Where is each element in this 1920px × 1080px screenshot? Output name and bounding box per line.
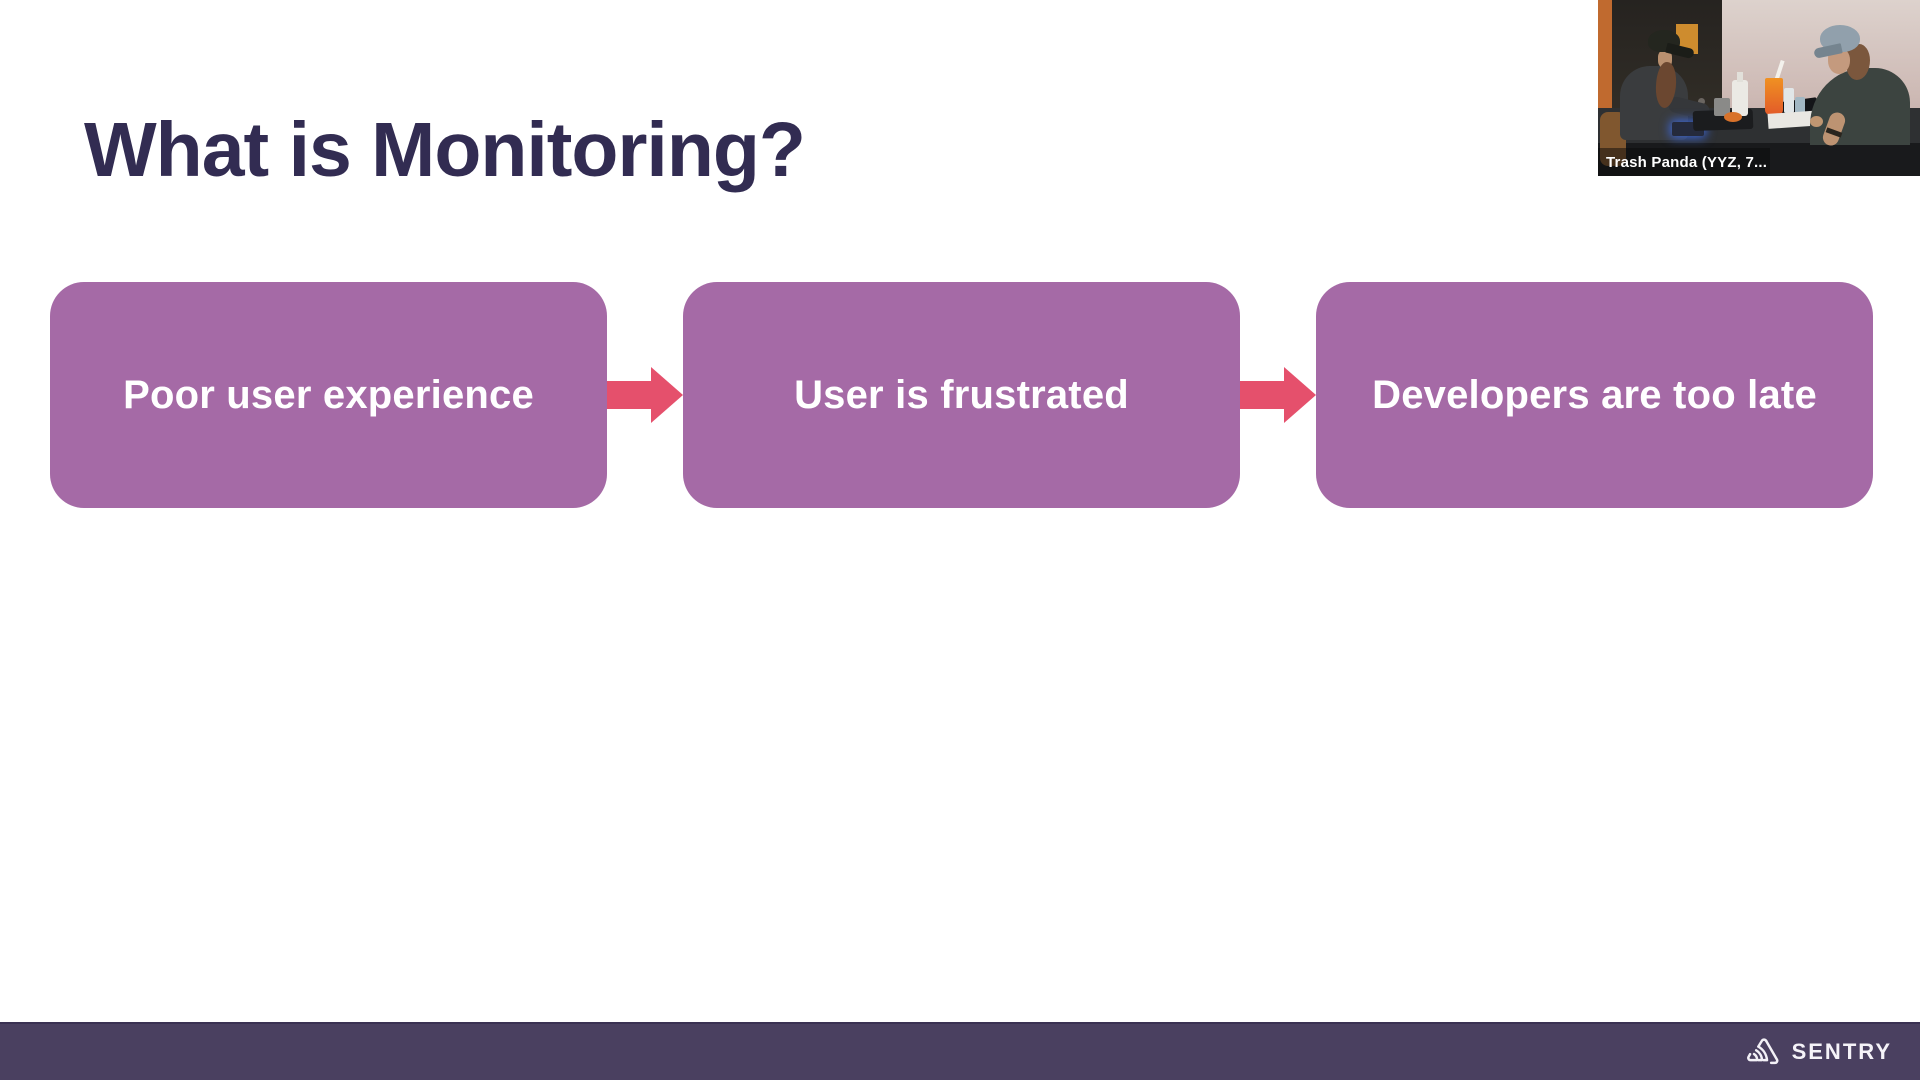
arrow-shaft: [607, 381, 653, 409]
sentry-wordmark: SENTRY: [1791, 1039, 1892, 1064]
pump-bottle: [1732, 80, 1748, 116]
arrow-head: [1284, 367, 1316, 423]
page-title: What is Monitoring?: [84, 107, 806, 193]
mug: [1714, 98, 1730, 116]
flow-box-label: Developers are too late: [1372, 372, 1817, 417]
drink-can: [1795, 97, 1805, 115]
flow-box-poor-user-experience: Poor user experience: [50, 282, 607, 508]
pump-bottle-top: [1737, 72, 1743, 82]
sanitizer-bottle: [1784, 88, 1794, 113]
orange-object: [1724, 112, 1742, 122]
flow-box-label: Poor user experience: [123, 372, 534, 417]
right-arrow-icon: [607, 363, 683, 427]
flow-box-developers-too-late: Developers are too late: [1316, 282, 1873, 508]
flow-diagram: Poor user experience User is frustrated …: [50, 282, 1873, 508]
footer-bar: SENTRY: [0, 1022, 1920, 1080]
right-arrow-icon: [1240, 363, 1316, 427]
flow-box-label: User is frustrated: [794, 372, 1129, 417]
arrow-shaft: [1240, 381, 1286, 409]
sentry-brand: SENTRY: [1746, 1024, 1892, 1080]
sentry-logo-icon: [1746, 1038, 1779, 1065]
participant-name-badge: Trash Panda (YYZ, 7...: [1598, 148, 1770, 176]
arrow-head: [651, 367, 683, 423]
webcam-overlay[interactable]: Trash Panda (YYZ, 7...: [1598, 0, 1920, 176]
participant-name: Trash Panda (YYZ, 7...: [1606, 153, 1768, 171]
presenter-right-hand: [1810, 116, 1823, 127]
orange-cup: [1765, 78, 1783, 115]
door-handle: [1698, 98, 1705, 105]
wall-orange-strip: [1598, 0, 1612, 142]
flow-box-user-is-frustrated: User is frustrated: [683, 282, 1240, 508]
